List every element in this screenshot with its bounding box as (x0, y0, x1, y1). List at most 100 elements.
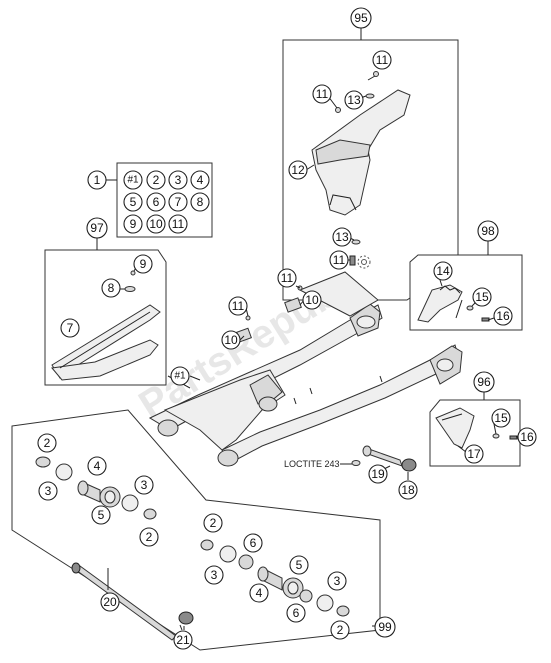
callout-20 (100, 592, 120, 612)
callout-bearing-6a (243, 533, 263, 553)
key-2 (146, 170, 166, 190)
washer-13b-icon (351, 239, 361, 245)
callout-20-label: 20 (103, 595, 117, 609)
callout-bearing-3a-label: 3 (45, 484, 52, 498)
callout-98 (477, 220, 499, 242)
callout-bearing-3d (327, 571, 347, 591)
callout-12-label: 12 (291, 163, 305, 177)
axle-bolt-part (340, 445, 417, 472)
callout-17 (464, 444, 484, 464)
key-9-label: 9 (130, 217, 137, 231)
callout-21-label: 21 (176, 633, 190, 647)
callout-11-arm-right-label: 11 (281, 271, 294, 285)
key-frame-label: #1 (127, 175, 139, 186)
washer-13-icon (365, 93, 375, 99)
pivot-left-icon (157, 419, 179, 437)
callout-bearing-2b (139, 527, 159, 547)
callout-bearing-6b-label: 6 (293, 606, 300, 620)
callout-8-label: 8 (108, 281, 115, 295)
callout-1-label: 1 (94, 173, 101, 187)
key-7 (168, 192, 188, 212)
callout-bearing-4b-label: 4 (256, 586, 263, 600)
bearing-frame (11, 409, 381, 651)
callout-bearing-2c (203, 513, 223, 533)
callout-98-label: 98 (481, 224, 495, 238)
callout-7 (60, 318, 80, 338)
callout-14-label: 14 (436, 264, 450, 278)
callout-bearing-5a (91, 505, 111, 525)
screw-16b-icon (509, 435, 518, 440)
callout-bearing-4a (87, 456, 107, 476)
callout-13-top (344, 90, 364, 110)
callout-bearing-2a (37, 433, 57, 453)
callout-13-top-label: 13 (347, 93, 361, 107)
key-3-label: 3 (175, 173, 182, 187)
swingarm-part (148, 271, 463, 467)
chain-slider-group (44, 237, 167, 386)
loctite-note: LOCTITE 243 (284, 459, 340, 469)
callout-bearing-3c (204, 565, 224, 585)
key-4-label: 4 (197, 173, 204, 187)
screw-11b-icon (335, 107, 341, 113)
callout-bearing-4a-label: 4 (94, 459, 101, 473)
callout-bearing-2d (330, 620, 350, 640)
key-11-label: 11 (172, 217, 185, 231)
key-8-label: 8 (197, 195, 204, 209)
callout-11-top-label: 11 (376, 53, 389, 67)
nut-15b-icon (492, 433, 500, 439)
callout-bearing-5b-label: 5 (296, 558, 303, 572)
callout-19 (368, 464, 388, 484)
callout-16-top-label: 16 (496, 309, 510, 323)
callout-13-bottom (332, 227, 352, 247)
callout-bearing-3d-label: 3 (334, 574, 341, 588)
callout-97 (86, 217, 108, 239)
nut-15-icon (466, 305, 474, 311)
key-6-label: 6 (153, 195, 160, 209)
sprocket-icon (357, 255, 371, 269)
callout-14 (433, 261, 453, 281)
screw-9-icon (130, 270, 136, 276)
callout-11-arm-left-label: 11 (232, 299, 245, 313)
callout-16-bottom-label: 16 (520, 430, 534, 444)
key-9 (123, 214, 143, 234)
callout-bearing-4b (249, 583, 269, 603)
callout-11-left-label: 11 (316, 87, 329, 101)
key-5-label: 5 (130, 195, 137, 209)
screw-11c-icon (349, 255, 356, 266)
callouts: 95 97 98 96 99 11 11 13 12 13 11 1 #1 2 … (37, 7, 537, 650)
callout-12 (288, 160, 308, 180)
callout-bearing-5a-label: 5 (98, 508, 105, 522)
bearing-group (11, 409, 381, 651)
callout-11-bottom-label: 11 (333, 253, 346, 267)
callout-7-label: 7 (67, 321, 74, 335)
callout-9-label: 9 (140, 257, 147, 271)
callout-95-label: 95 (354, 11, 368, 25)
pivot-right-icon (217, 449, 239, 467)
callout-99-label: 99 (378, 620, 392, 634)
callout-bearing-2a-label: 2 (44, 436, 51, 450)
callout-95 (350, 7, 372, 29)
callout-frame-arm (170, 366, 190, 386)
callout-17-label: 17 (467, 447, 481, 461)
callout-bearing-6a-label: 6 (250, 536, 257, 550)
callout-frame-arm-label: #1 (174, 371, 186, 382)
callout-bearing-3c-label: 3 (211, 568, 218, 582)
callout-11-bottom (329, 250, 349, 270)
screw-11-icon (373, 71, 379, 77)
callout-96-label: 96 (477, 375, 491, 389)
chain-guide-part (435, 407, 475, 449)
callout-11-left (312, 84, 332, 104)
callout-10-arm-right-label: 10 (305, 293, 319, 307)
callout-13-bottom-label: 13 (335, 230, 349, 244)
callout-99 (374, 616, 396, 638)
callout-10-arm-left (221, 330, 241, 350)
callout-9 (133, 254, 153, 274)
callout-15-top (472, 287, 492, 307)
callout-18-label: 18 (401, 483, 415, 497)
callout-1 (87, 170, 107, 190)
key-2-label: 2 (153, 173, 160, 187)
callout-15-top-label: 15 (475, 290, 489, 304)
callout-16-bottom (517, 427, 537, 447)
